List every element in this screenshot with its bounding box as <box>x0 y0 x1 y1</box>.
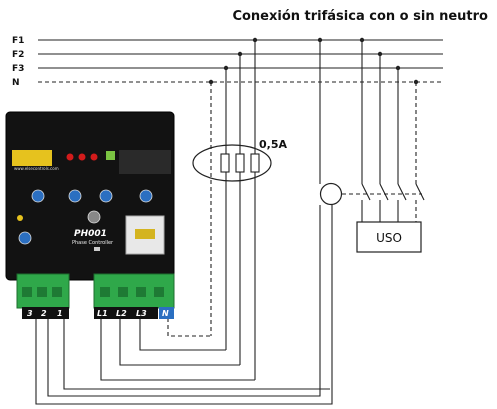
bus-label-f2: F2 <box>12 50 24 60</box>
terminal-3: 3 <box>27 309 33 318</box>
terminal-l3: L3 <box>136 309 147 318</box>
phase-controller-device: www.elsecontrols.com PH001 Phase Control… <box>5 111 175 319</box>
bus-label-n: N <box>12 78 20 88</box>
contactor-coil <box>319 40 422 206</box>
bus-label-f1: F1 <box>12 36 24 46</box>
load-label: USO <box>376 231 402 245</box>
fuse-group <box>192 144 272 182</box>
terminal-1: 1 <box>57 309 63 318</box>
terminal-l2: L2 <box>116 309 127 318</box>
terminal-n: N <box>162 309 169 318</box>
fuse-label: 0,5A <box>259 138 287 151</box>
terminal-l1: L1 <box>97 309 108 318</box>
svg-text:www.elsecontrols.com: www.elsecontrols.com <box>14 166 59 171</box>
device-subtitle: Phase Controller <box>72 240 114 246</box>
diagram-title: Conexión trifásica con o sin neutro <box>232 9 488 24</box>
bus-label-f3: F3 <box>12 64 24 74</box>
terminal-2: 2 <box>41 309 47 318</box>
terminal-wires <box>35 205 333 405</box>
phase-drops <box>210 40 256 380</box>
load-switches <box>356 40 425 253</box>
device-model: PH001 <box>74 229 107 239</box>
